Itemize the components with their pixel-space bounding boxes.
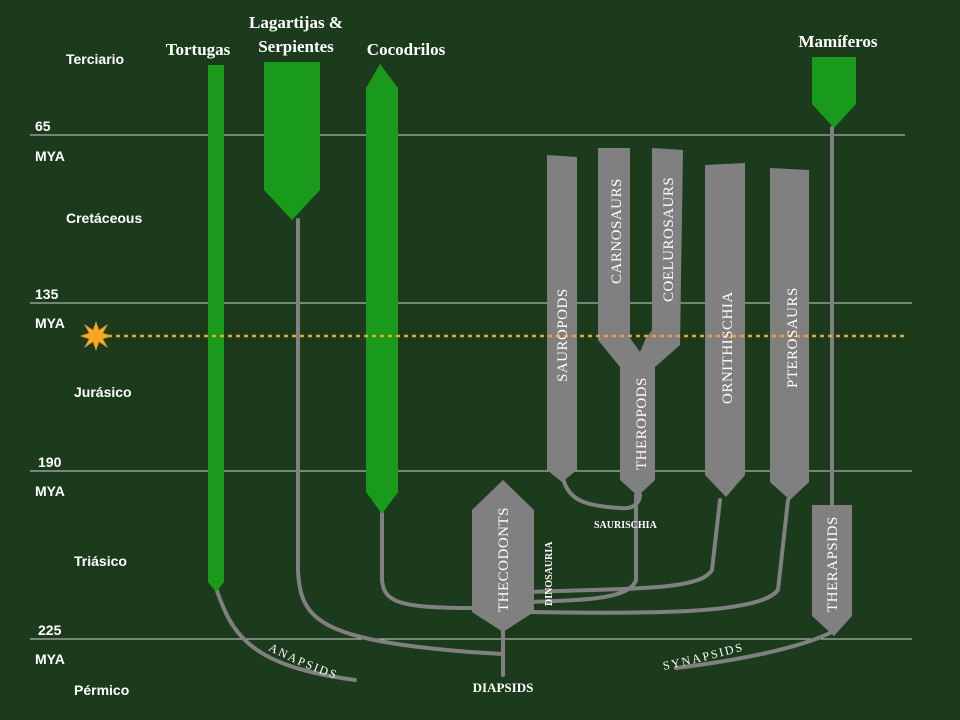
branch-mamiferos bbox=[812, 57, 856, 128]
branch-sauropods bbox=[547, 155, 577, 482]
branch-pterosaurs bbox=[770, 168, 809, 500]
label-carnosaurs: CARNOSAURS bbox=[609, 178, 625, 284]
period-cretaceous: Cretáceous bbox=[66, 210, 142, 226]
connector-lagartijas bbox=[296, 218, 505, 656]
branch-thecodonts bbox=[472, 480, 534, 632]
label-synapsids-text: SYNAPSIDS bbox=[662, 640, 744, 673]
label-theropods: THEROPODS bbox=[634, 377, 650, 470]
connector-synapsids bbox=[674, 630, 834, 670]
title-mamiferos: Mamíferos bbox=[799, 32, 878, 51]
label-saurischia: SAURISCHIA bbox=[594, 520, 658, 531]
title-tortugas: Tortugas bbox=[166, 40, 231, 59]
boundary-unit-65: MYA bbox=[35, 148, 65, 164]
period-terciario: Terciario bbox=[66, 51, 124, 67]
boundary-value-190: 190 bbox=[38, 454, 62, 470]
branch-ornithischia bbox=[705, 163, 745, 497]
title-cocodrilos: Cocodrilos bbox=[367, 40, 446, 59]
label-sauropods: SAUROPODS bbox=[555, 288, 571, 382]
boundary-value-135: 135 bbox=[35, 286, 59, 302]
label-ornithischia: ORNITHISCHIA bbox=[720, 291, 736, 404]
title-lagartijas-line1: Lagartijas & bbox=[249, 13, 343, 32]
branch-carnosaurs bbox=[598, 148, 683, 496]
connector-pterosaurs bbox=[528, 498, 790, 615]
star-burst-icon bbox=[80, 321, 112, 351]
period-triasico: Triásico bbox=[74, 553, 127, 569]
boundary-unit-190: MYA bbox=[35, 483, 65, 499]
branch-lagartijas bbox=[264, 62, 320, 220]
connector-dinosaur-base bbox=[528, 493, 638, 604]
boundary-unit-135: MYA bbox=[35, 315, 65, 331]
branch-therapsids bbox=[812, 505, 852, 636]
label-synapsids: SYNAPSIDS bbox=[662, 640, 746, 673]
label-pterosaurs: PTEROSAURS bbox=[785, 287, 801, 388]
label-diapsids: DIAPSIDS bbox=[473, 680, 534, 695]
connector-tortugas bbox=[214, 586, 357, 682]
boundary-unit-225: MYA bbox=[35, 651, 65, 667]
label-dinosauria: DINOSAURIA bbox=[544, 541, 555, 606]
branch-tortugas bbox=[208, 65, 224, 592]
label-coelurosaurs: COELUROSAURS bbox=[661, 177, 677, 302]
period-jurasico: Jurásico bbox=[74, 384, 132, 400]
boundary-value-225: 225 bbox=[38, 622, 62, 638]
boundary-value-65: 65 bbox=[35, 118, 51, 134]
connector-ornithischia bbox=[528, 498, 722, 594]
branch-cocodrilos bbox=[366, 64, 398, 514]
label-therapsids: THERAPSIDS bbox=[825, 516, 841, 612]
title-lagartijas-line2: Serpientes bbox=[258, 37, 334, 56]
connector-sauropods bbox=[561, 476, 642, 511]
connector-cocodrilos bbox=[380, 510, 476, 610]
period-permico: Pérmico bbox=[74, 682, 129, 698]
label-thecodonts: THECODONTS bbox=[496, 507, 512, 612]
